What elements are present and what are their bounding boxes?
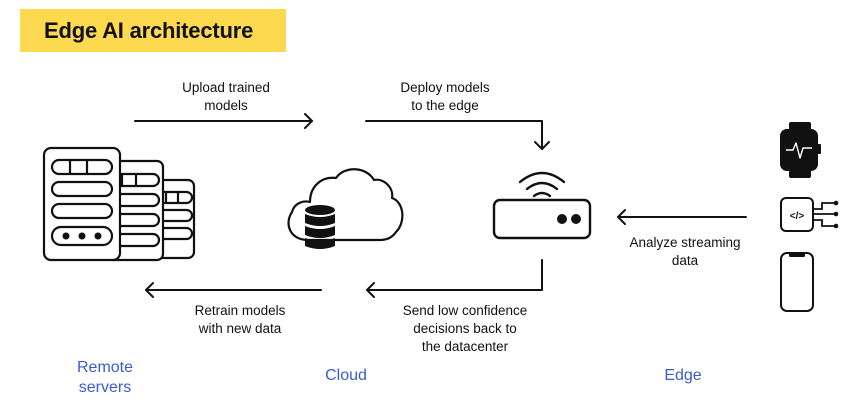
analyze-label-line1: Analyze streaming [629,235,741,250]
zone-label-cloud: Cloud [306,366,386,386]
send-back-label-line1: Send low confidence [402,303,528,318]
zone-edge-text: Edge [664,367,702,384]
retrain-label: Retrain models with new data [180,302,300,338]
iot-chip-icon: </> [780,197,839,232]
send-back-label-line3: the datacenter [421,339,509,354]
upload-label: Upload trained models [166,79,286,115]
send-back-arrow [366,259,543,298]
smartphone-icon [780,252,814,312]
zone-cloud-text: Cloud [325,367,367,384]
retrain-arrow [145,282,322,298]
server-rack-icon [42,146,196,262]
zone-remote-line2: servers [78,379,132,396]
send-back-label-line2: decisions back to [413,321,517,336]
zone-label-edge: Edge [643,366,723,386]
deploy-label-line2: to the edge [411,98,479,113]
upload-label-line2: models [204,98,248,113]
deploy-label-line1: Deploy models [400,80,490,95]
page-title: Edge AI architecture [44,18,254,43]
cloud-database-icon [287,168,404,249]
send-back-label: Send low confidence decisions back to th… [385,302,545,356]
zone-label-remote-servers: Remote servers [60,358,150,398]
upload-arrow [134,113,313,129]
deploy-arrow [365,120,550,150]
svg-text:</>: </> [790,211,805,222]
retrain-label-line1: Retrain models [194,303,286,318]
title-banner: Edge AI architecture [20,9,286,52]
analyze-label-line2: data [671,253,699,268]
deploy-label: Deploy models to the edge [385,79,505,115]
analyze-label: Analyze streaming data [615,234,755,270]
retrain-label-line2: with new data [198,321,282,336]
wifi-router-icon [492,171,592,240]
smartwatch-icon [780,122,821,178]
analyze-arrow [617,209,747,225]
zone-remote-line1: Remote [76,359,134,376]
upload-label-line1: Upload trained [182,80,270,95]
